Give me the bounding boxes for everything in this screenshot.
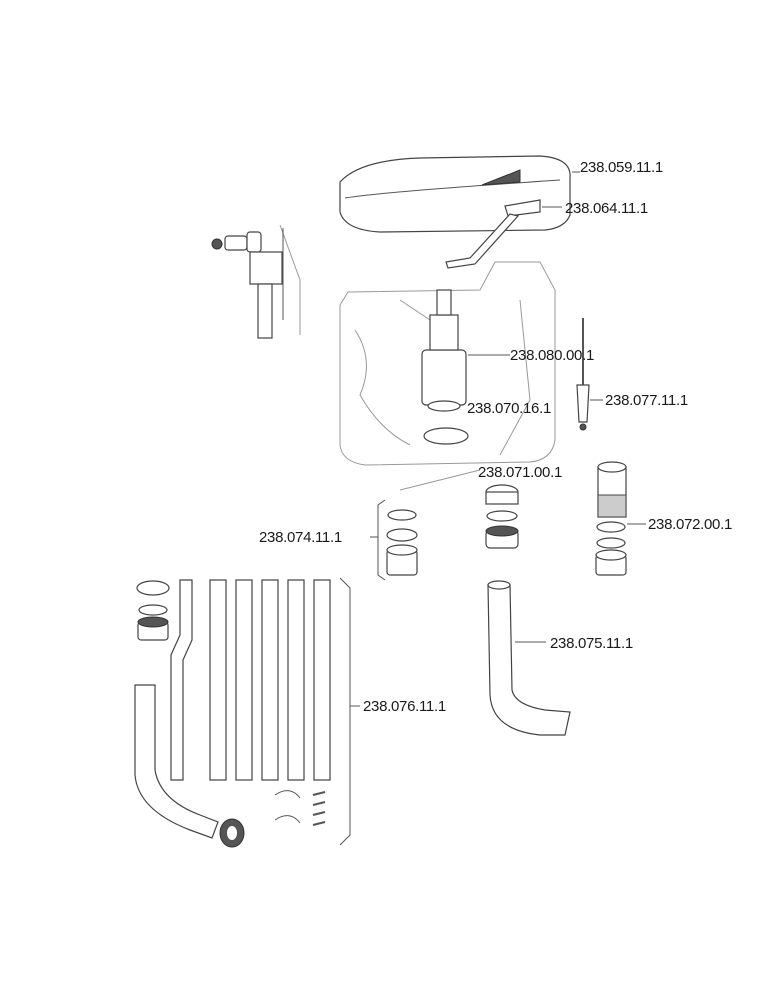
cistern-body xyxy=(339,261,556,466)
outlet-connector xyxy=(399,469,519,549)
label-valve-seal: 238.070.16.1 xyxy=(467,400,551,417)
label-left-connector: 238.074.11.1 xyxy=(259,529,342,546)
flush-bend xyxy=(487,580,571,736)
label-flush-bend: 238.075.11.1 xyxy=(550,635,633,652)
label-right-connector: 238.072.00.1 xyxy=(648,516,732,533)
label-cover: 238.059.11.1 xyxy=(580,159,663,176)
cistern-cover xyxy=(339,155,571,233)
fill-valve xyxy=(211,224,301,339)
flush-lever xyxy=(445,199,541,269)
pull-rod xyxy=(576,318,603,431)
label-lever: 238.064.11.1 xyxy=(565,200,648,217)
label-pipe-set: 238.076.11.1 xyxy=(363,698,446,715)
pipe-set xyxy=(134,577,360,848)
label-outlet-connector: 238.071.00.1 xyxy=(478,464,562,481)
label-pull-rod: 238.077.11.1 xyxy=(605,392,688,409)
left-connector xyxy=(370,499,418,581)
label-flush-valve: 238.080.00.1 xyxy=(510,347,594,364)
right-connector xyxy=(595,461,646,576)
